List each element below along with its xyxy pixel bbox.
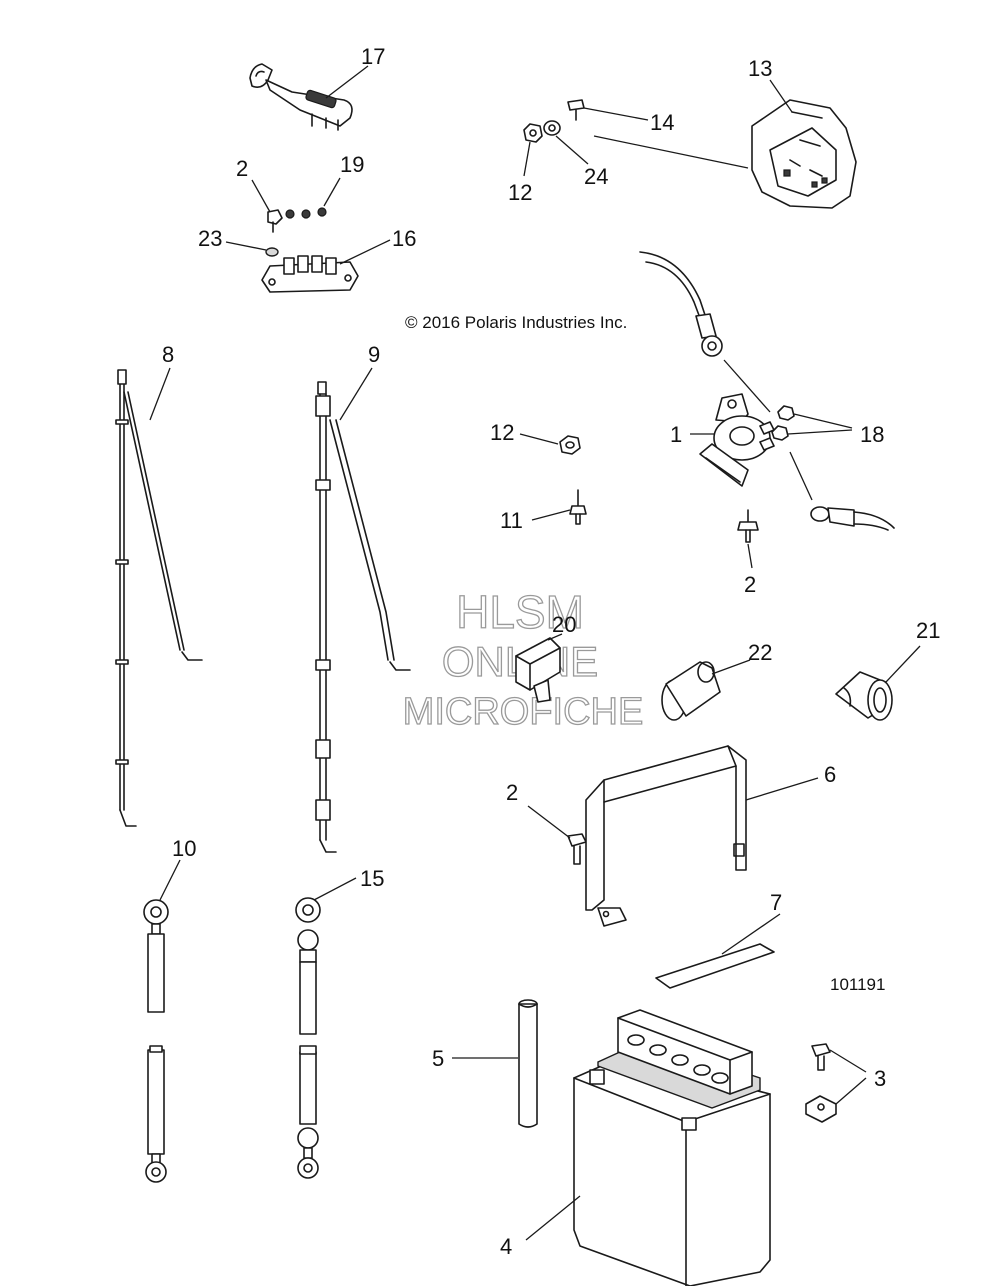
part-12-nut-middle[interactable]: [559, 435, 581, 455]
leader-15: [313, 877, 357, 901]
callout-2-top: 2: [236, 156, 248, 181]
leader-3-a: [829, 1049, 867, 1073]
callout-16: 16: [392, 226, 416, 251]
part-18-nuts[interactable]: [771, 405, 795, 441]
leader-20: [547, 633, 563, 641]
callout-1: 1: [670, 422, 682, 447]
callout-19: 19: [340, 152, 364, 177]
leader-2-lower: [527, 805, 571, 839]
callout-11: 11: [500, 508, 523, 533]
part-20-terminal-boot[interactable]: [515, 637, 561, 703]
callout-2-middle: 2: [744, 572, 756, 597]
leader-12-middle: [519, 433, 559, 445]
leader-2-middle: [747, 543, 753, 569]
part-19-nuts[interactable]: [285, 207, 327, 219]
leader-22: [711, 659, 751, 675]
callout-7: 7: [770, 890, 782, 915]
callout-6: 6: [824, 762, 836, 787]
part-15-battery-cable[interactable]: [295, 897, 321, 1179]
part-13-fuse-box[interactable]: [751, 99, 857, 209]
battery-cable-lower[interactable]: [810, 506, 895, 531]
part-24-washer[interactable]: [543, 120, 561, 136]
part-12-nut-top[interactable]: [523, 123, 543, 143]
leader-16: [339, 239, 391, 265]
part-2-screw-top[interactable]: [267, 209, 283, 233]
callout-15: 15: [360, 866, 384, 891]
callout-5: 5: [432, 1046, 444, 1071]
part-10-battery-cable[interactable]: [143, 899, 169, 1183]
callout-12-top: 12: [508, 180, 532, 205]
callout-3: 3: [874, 1066, 886, 1091]
part-1-solenoid[interactable]: [699, 393, 775, 487]
callout-9: 9: [368, 342, 380, 367]
leader-6: [745, 777, 819, 801]
callout-21: 21: [916, 618, 940, 643]
part-14-screw[interactable]: [567, 99, 585, 121]
part-21-terminal-boot[interactable]: [835, 671, 893, 721]
leader-24: [555, 135, 589, 165]
leader-12-top: [523, 141, 531, 177]
callout-22: 22: [748, 640, 772, 665]
leader-4: [525, 1195, 581, 1241]
part-23-washer[interactable]: [265, 247, 279, 257]
leader-cable-to-solenoid: [723, 359, 771, 413]
watermark-line-1: HLSM: [456, 586, 584, 638]
part-8-cable[interactable]: [115, 369, 203, 827]
leader-3-b: [835, 1077, 867, 1105]
battery-cable-upper[interactable]: [639, 251, 723, 357]
callout-18: 18: [860, 422, 884, 447]
leader-13: [769, 79, 793, 113]
leader-18-b: [787, 429, 853, 435]
leader-18-a: [793, 413, 853, 429]
part-3-bolt-and-nut[interactable]: [805, 1043, 837, 1123]
leader-solenoid-to-cable: [789, 451, 813, 501]
leader-19: [323, 177, 341, 207]
leader-2-top: [251, 179, 271, 213]
part-5-vent-tube[interactable]: [518, 999, 538, 1128]
part-2-screw-middle[interactable]: [737, 509, 759, 543]
part-11-stud[interactable]: [569, 489, 587, 525]
leader-14: [583, 107, 649, 121]
callout-13: 13: [748, 56, 772, 81]
leader-10: [159, 859, 181, 901]
callout-17: 17: [361, 44, 385, 69]
callout-4: 4: [500, 1234, 512, 1259]
callout-2-lower: 2: [506, 780, 518, 805]
leader-17: [325, 65, 369, 99]
leader-9: [339, 367, 373, 421]
copyright-notice: © 2016 Polaris Industries Inc.: [405, 313, 627, 332]
callout-14: 14: [650, 110, 674, 135]
callout-24: 24: [584, 164, 608, 189]
callout-20: 20: [552, 612, 576, 637]
callout-12-middle: 12: [490, 420, 514, 445]
part-7-battery-pad[interactable]: [655, 943, 775, 989]
part-6-battery-bracket[interactable]: [585, 745, 747, 927]
figure-number: 101191: [830, 975, 885, 994]
part-22-terminal-boot[interactable]: [661, 661, 721, 721]
part-2-bolt-lower[interactable]: [567, 833, 587, 865]
part-17-cover-plug[interactable]: [249, 63, 353, 131]
leader-23: [225, 241, 267, 251]
part-16-terminal-block[interactable]: [261, 255, 359, 293]
part-4-battery[interactable]: [573, 1009, 771, 1286]
leader-13-assembly: [593, 135, 749, 169]
watermark-line-3: MICROFICHE: [403, 691, 644, 733]
part-9-cable[interactable]: [315, 381, 411, 853]
leader-8: [149, 367, 171, 421]
callout-10: 10: [172, 836, 196, 861]
leader-7: [721, 913, 781, 955]
callout-23: 23: [198, 226, 222, 251]
leader-11: [531, 509, 571, 521]
callout-8: 8: [162, 342, 174, 367]
leader-21: [885, 645, 921, 683]
